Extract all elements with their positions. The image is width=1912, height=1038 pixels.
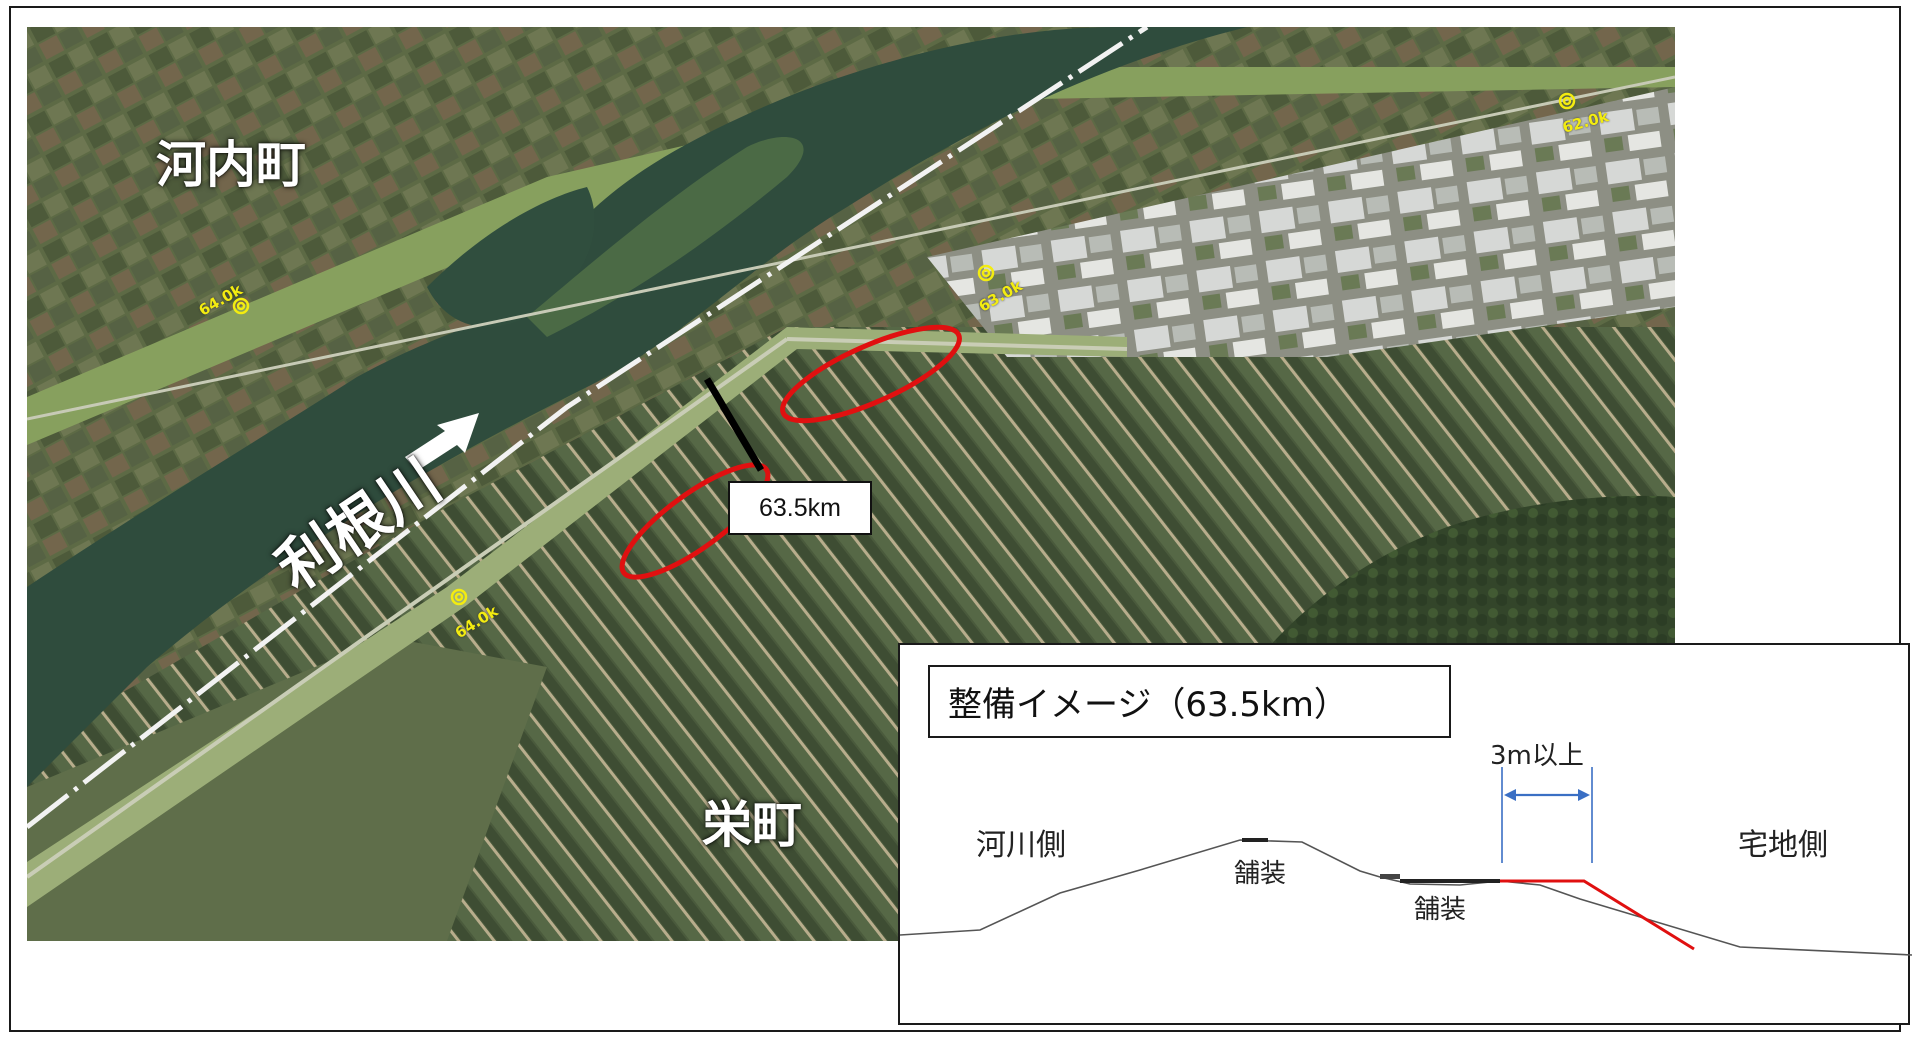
paving-crest-label: 舗装	[1234, 859, 1287, 889]
river-side-label: 河川側	[976, 828, 1066, 863]
section-km-label: 63.5km	[728, 481, 872, 535]
width-arrowhead-left	[1504, 789, 1516, 801]
flow-arrow	[405, 413, 479, 471]
paving-berm-mark	[1400, 879, 1500, 883]
paving-berm-label: 舗装	[1414, 895, 1467, 925]
width-arrowhead-right	[1578, 789, 1590, 801]
cross-section-diagram	[900, 767, 1912, 956]
town-label-sakae: 栄町	[702, 796, 802, 854]
paving-berm-step	[1380, 874, 1400, 879]
paving-crest-mark	[1242, 838, 1268, 842]
residential-side-label: 宅地側	[1738, 828, 1828, 863]
town-label-kawachi: 河内町	[156, 136, 306, 194]
cross-section-title: 整備イメージ（63.5km）	[928, 665, 1451, 738]
highlight-ellipse-upper	[780, 324, 962, 424]
planned-widening-line	[1500, 879, 1695, 951]
cross-section-panel: 整備イメージ（63.5km） 3m以上 河川側 宅地側 舗装 舗装	[898, 643, 1912, 1025]
width-label: 3m以上	[1490, 741, 1584, 771]
section-line-63-5km	[703, 377, 765, 472]
highlight-ellipse-lower	[619, 462, 771, 580]
